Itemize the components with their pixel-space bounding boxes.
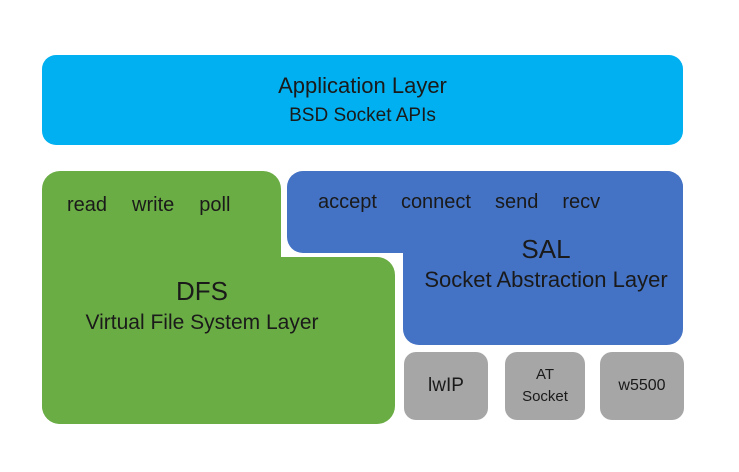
protocol-stack-at-socket: AT Socket bbox=[505, 352, 585, 420]
sal-api-list: accept connect send recv bbox=[318, 192, 600, 212]
protocol-stack-at-socket-label-line1: AT bbox=[535, 366, 555, 384]
application-layer-subtitle: BSD Socket APIs bbox=[289, 105, 436, 126]
sal-api-send: send bbox=[495, 191, 539, 213]
dfs-api-list: read write poll bbox=[67, 195, 230, 215]
sal-layer-box-lower bbox=[403, 171, 683, 345]
sal-layer-caption: SAL Socket Abstraction Layer bbox=[403, 236, 689, 291]
protocol-stack-w5500-label: w5500 bbox=[618, 377, 666, 394]
sal-layer-name: Socket Abstraction Layer bbox=[424, 267, 668, 292]
sal-api-recv: recv bbox=[562, 191, 601, 213]
dfs-layer-caption: DFS Virtual File System Layer bbox=[42, 278, 362, 333]
dfs-layer-name: Virtual File System Layer bbox=[85, 311, 319, 334]
application-layer-box: Application Layer BSD Socket APIs bbox=[42, 55, 683, 145]
application-layer-title: Application Layer bbox=[278, 73, 447, 98]
dfs-api-write: write bbox=[132, 194, 175, 216]
protocol-stack-w5500: w5500 bbox=[600, 352, 684, 420]
protocol-stack-lwip: lwIP bbox=[404, 352, 488, 420]
sal-api-connect: connect bbox=[400, 191, 471, 213]
sal-api-accept: accept bbox=[318, 191, 377, 213]
dfs-layer-acronym: DFS bbox=[176, 276, 228, 306]
dfs-layer-box-lower bbox=[42, 257, 395, 424]
protocol-stack-at-socket-label-line2: Socket bbox=[522, 388, 568, 405]
protocol-stack-lwip-label: lwIP bbox=[428, 375, 464, 396]
sal-layer-acronym: SAL bbox=[521, 234, 571, 264]
dfs-api-read: read bbox=[67, 194, 108, 216]
dfs-api-poll: poll bbox=[199, 194, 231, 216]
